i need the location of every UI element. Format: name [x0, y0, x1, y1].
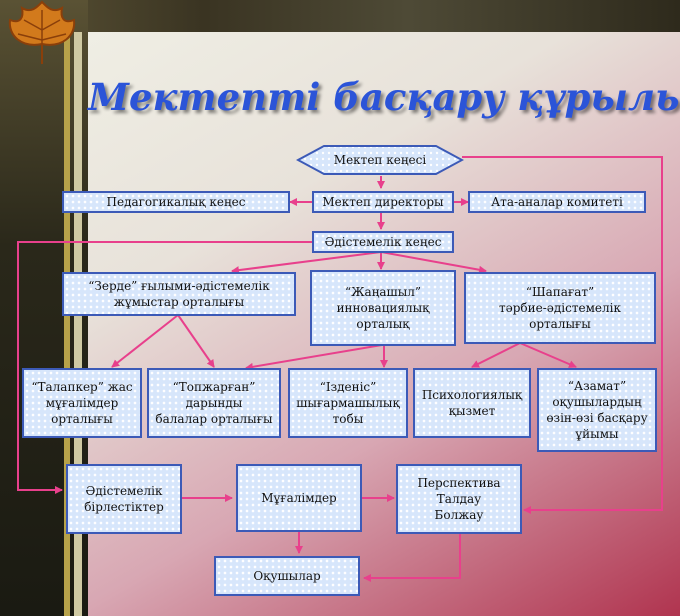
node-pedagogical-council: Педагогикалық кеңес — [62, 191, 290, 213]
node-students: Оқушылар — [214, 556, 360, 596]
arrow-methodical-associations — [17, 241, 312, 494]
node-line: орталық — [356, 317, 410, 332]
top-border — [0, 0, 680, 32]
node-line: “Зерде” ғылыми-әдістемелік — [88, 278, 270, 293]
node-parents-committee: Ата-аналар комитеті — [468, 191, 646, 213]
arrow-perspective-students — [363, 534, 461, 582]
node-line: “Азамат” — [567, 378, 627, 393]
node-talapker-center: “Талапкер” жас мұғалімдер орталығы — [22, 368, 142, 438]
node-line: Перспектива — [417, 475, 501, 490]
node-line: тәрбие-әдістемелік — [499, 300, 621, 315]
node-zhanashyl-center: “Жаңашыл” инновациялық орталық — [310, 270, 456, 346]
node-shapagat-center: “Шапағат” тәрбие-әдістемелік орталығы — [464, 272, 656, 344]
node-perspective: Перспектива Талдау Болжау — [396, 464, 522, 534]
node-zerde-center: “Зерде” ғылыми-әдістемелік жұмыстар орта… — [62, 272, 296, 316]
node-line: ұйымы — [575, 427, 619, 442]
node-label: Мұғалімдер — [261, 490, 337, 505]
node-line: “Ізденіс” — [319, 379, 377, 394]
arrow-methodical-shapagat — [380, 251, 487, 274]
node-azamat-organization: “Азамат” оқушылардың өзін-өзі басқару ұй… — [537, 368, 657, 452]
node-line: шығармашылық — [296, 395, 400, 410]
council-diamond — [296, 145, 464, 175]
node-line: Әдістемелік — [85, 483, 163, 498]
arrow-shapagat-psychological — [471, 342, 521, 368]
arrow-shapagat-azamat — [519, 342, 577, 368]
arrow-zerde-talapker — [111, 314, 179, 368]
node-director: Мектеп директоры — [312, 191, 454, 213]
node-line: Болжау — [434, 508, 484, 523]
node-line: “Топжарған” — [172, 379, 256, 394]
node-teachers: Мұғалімдер — [236, 464, 362, 532]
node-line: Талдау — [436, 491, 482, 506]
left-light-strip — [74, 32, 82, 616]
node-line: орталығы — [51, 412, 113, 427]
node-line: дарынды — [185, 395, 243, 410]
arrow-zhanashyl-topzhargan — [245, 344, 383, 371]
node-topzhargan-center: “Топжарған” дарынды балалар орталығы — [147, 368, 281, 438]
node-line: “Жаңашыл” — [344, 284, 422, 299]
node-line: балалар орталығы — [155, 412, 273, 427]
arrow-methodical-zerde — [231, 251, 382, 275]
node-label: Әдістемелік кеңес — [324, 234, 442, 249]
node-line: Психологиялық — [421, 387, 523, 402]
node-line: қызмет — [448, 404, 496, 418]
left-gold-strip — [64, 32, 70, 616]
node-line: оқушылардың — [552, 394, 642, 409]
node-label: Ата-аналар комитеті — [491, 194, 623, 209]
node-methodical-associations: Әдістемелік бірлестіктер — [66, 464, 182, 534]
node-label: Оқушылар — [253, 568, 321, 583]
node-line: жұмыстар орталығы — [113, 295, 245, 309]
node-line: орталығы — [529, 317, 591, 332]
node-methodical-council: Әдістемелік кеңес — [312, 231, 454, 253]
node-line: бірлестіктер — [84, 500, 164, 514]
arrow-zerde-topzhargan — [177, 314, 215, 368]
node-line: “Талапкер” жас — [31, 379, 133, 394]
node-line: инновациялық — [336, 300, 430, 315]
node-line: мұғалімдер — [45, 395, 119, 410]
node-label: Педагогикалық кеңес — [106, 194, 246, 209]
node-line: өзін-өзі басқару — [546, 411, 648, 425]
node-izdenis-group: “Ізденіс” шығармашылық тобы — [288, 368, 408, 438]
arrow-council-perspective — [462, 156, 663, 514]
node-label: Мектеп директоры — [322, 194, 444, 209]
node-council-label: Мектеп кеңесі — [333, 153, 427, 167]
autumn-leaf-icon — [8, 0, 76, 64]
page-title: Мектепті басқару құрылымы — [88, 75, 680, 119]
node-psychological-service: Психологиялық қызмет — [413, 368, 531, 438]
node-line: тобы — [332, 412, 364, 427]
node-line: “Шапағат” — [525, 284, 595, 299]
